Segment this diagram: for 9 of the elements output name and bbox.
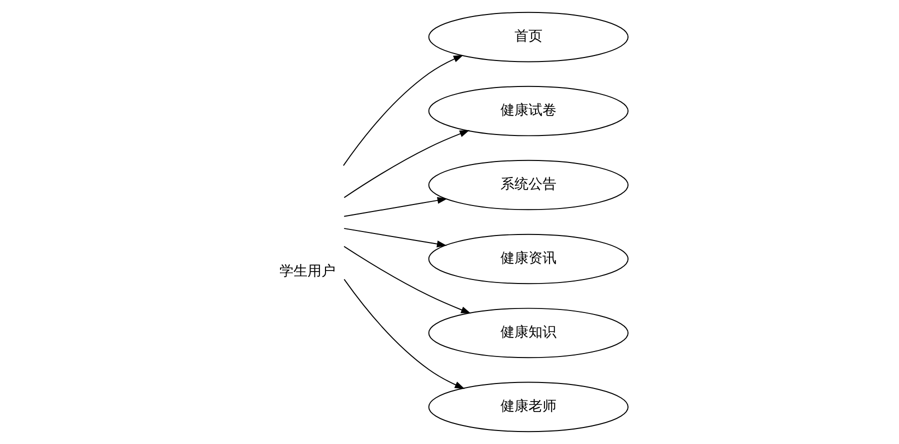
arrow <box>344 130 470 198</box>
arrow <box>344 228 447 248</box>
arrow <box>344 278 465 389</box>
arrow <box>344 246 471 314</box>
node-text: 学生用户 <box>279 263 336 280</box>
node-ellipse: 健康资讯 <box>428 234 629 284</box>
arrow <box>342 54 464 166</box>
node-ellipse: 系统公告 <box>428 160 629 210</box>
arrow <box>344 196 448 217</box>
